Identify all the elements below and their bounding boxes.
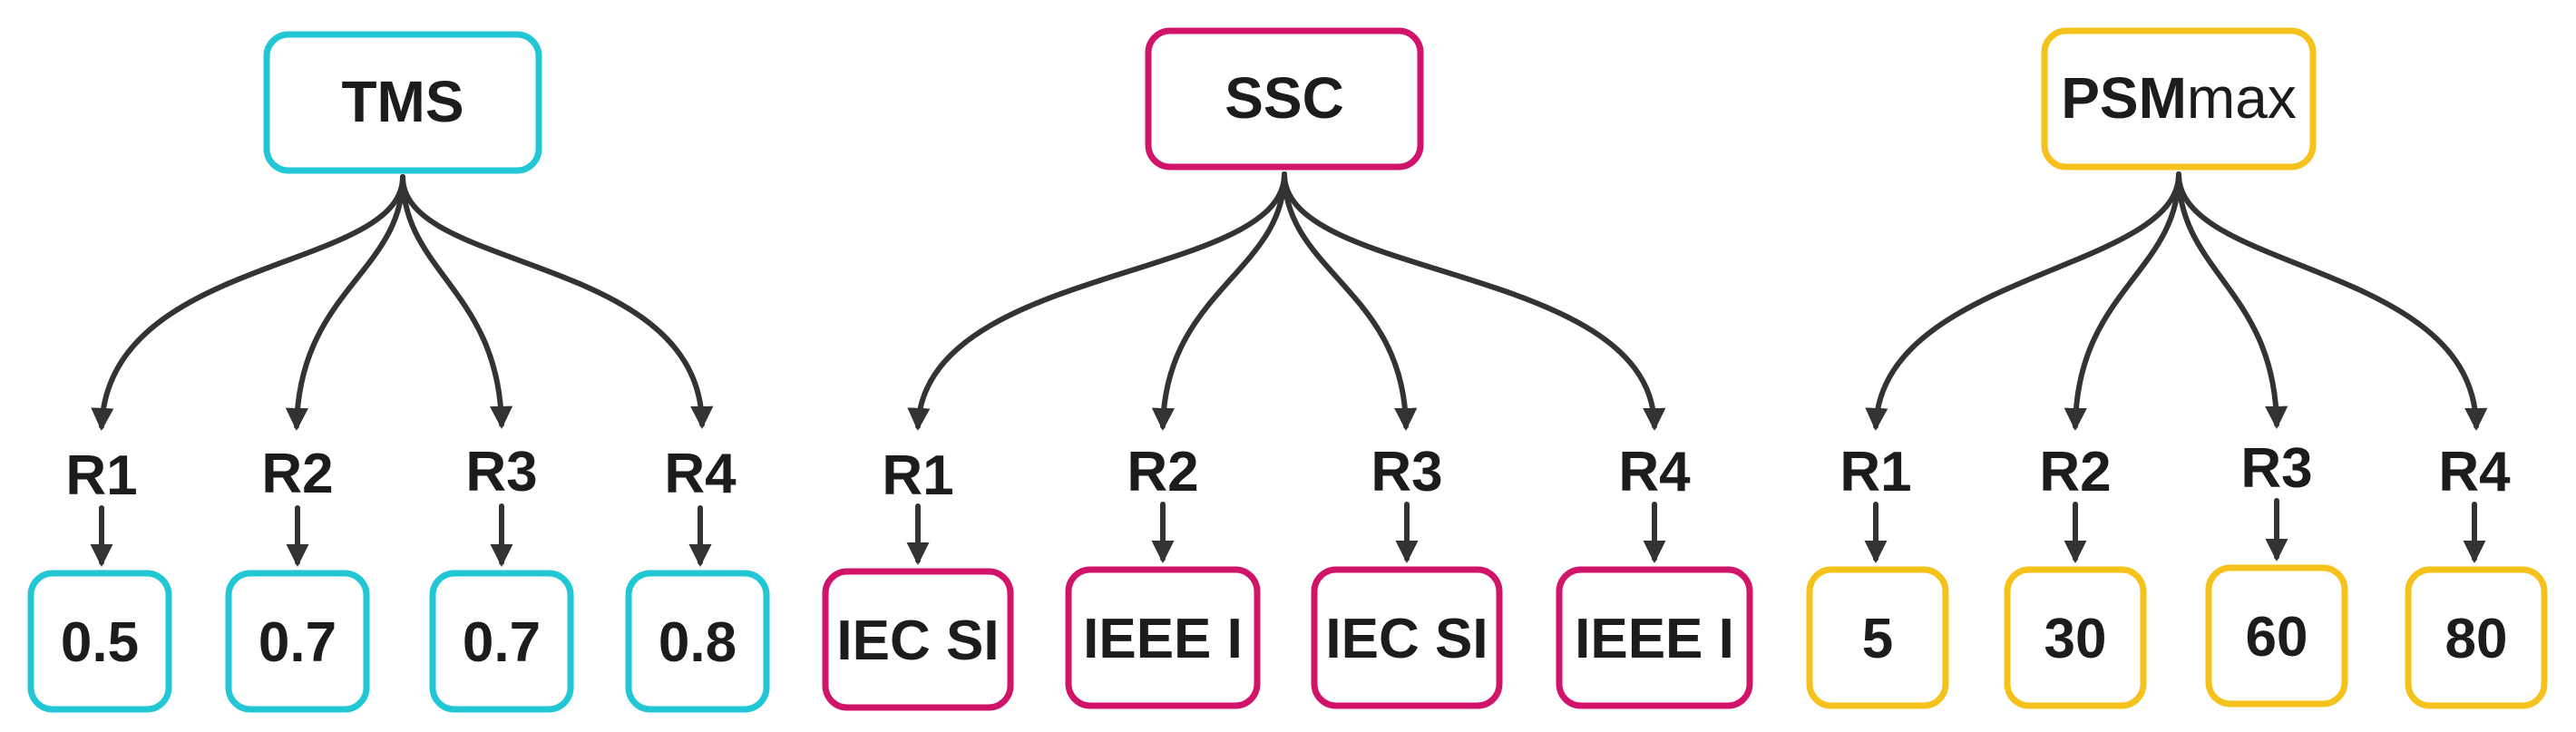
ssc-r2-value-box[interactable]	[1065, 566, 1261, 709]
ssc-edge-r4	[1282, 171, 1666, 432]
tms-r3-label: R3	[465, 441, 537, 503]
psm-edge-r2	[2064, 171, 2181, 432]
tms-edge-r2	[285, 174, 405, 432]
tms-edge-r4	[400, 174, 714, 430]
group-tms: TMS R1 R2 R3 R4 0.5 0.7 0.7 0.8	[27, 31, 770, 713]
tms-r4-value: 0.8	[659, 611, 737, 674]
ssc-r2-value: IEEE I	[1083, 608, 1243, 670]
tms-root-label: TMS	[341, 69, 463, 134]
tms-r4-value-box[interactable]	[625, 570, 770, 713]
psm-r3-label: R3	[2240, 437, 2312, 500]
tms-r2-value: 0.7	[259, 611, 337, 674]
psm-r2-value: 30	[2044, 608, 2107, 670]
tms-r3-value: 0.7	[463, 611, 541, 674]
psm-edge-r1	[1865, 171, 2181, 432]
psm-r4-value-box[interactable]	[2405, 566, 2548, 709]
ssc-r1-value: IEC SI	[836, 610, 999, 672]
tms-root-box[interactable]	[263, 31, 542, 174]
psm-r3-value: 60	[2246, 606, 2308, 669]
tms-r1-label: R1	[65, 444, 137, 507]
psm-edge-r3	[2176, 171, 2288, 430]
ssc-r2-label: R2	[1127, 441, 1198, 503]
ssc-r3-label: R3	[1371, 441, 1442, 503]
tms-r1-value-box[interactable]	[27, 570, 172, 713]
psm-r2-value-box[interactable]	[2004, 566, 2147, 709]
ssc-root-box[interactable]	[1145, 27, 1424, 171]
psm-r3-value-box[interactable]	[2205, 564, 2348, 708]
psm-r4-label: R4	[2438, 441, 2511, 503]
tms-edge-r3	[400, 174, 513, 430]
psm-edge-r4	[2176, 171, 2488, 432]
tms-edge-r1	[91, 174, 405, 432]
psm-r2-label: R2	[2039, 441, 2111, 503]
ssc-r1-label: R1	[882, 444, 953, 507]
ssc-r4-label: R4	[1618, 441, 1691, 503]
ssc-root-label: SSC	[1225, 65, 1344, 131]
ssc-r3-value: IEC SI	[1325, 608, 1488, 670]
tms-r1-value: 0.5	[61, 611, 139, 674]
ssc-r3-value-box[interactable]	[1311, 566, 1503, 709]
group-ssc: SSC R1 R2 R3 R4 IEC SI IEEE I IEC SI IEE…	[822, 27, 1753, 711]
ssc-r1-value-box[interactable]	[822, 568, 1014, 711]
ssc-edge-r1	[907, 171, 1287, 432]
tms-r3-value-box[interactable]	[429, 570, 574, 713]
ssc-edge-r3	[1282, 171, 1418, 432]
psm-r1-label: R1	[1839, 441, 1911, 503]
psm-r1-value: 5	[1862, 608, 1893, 670]
tms-r2-label: R2	[261, 443, 333, 505]
tms-r4-label: R4	[664, 443, 737, 505]
ssc-r4-value-box[interactable]	[1556, 566, 1753, 709]
ssc-r4-value: IEEE I	[1575, 608, 1734, 670]
group-psm: PSMmax R1 R2 R3 R4 5 30 60 80	[1806, 27, 2548, 709]
psm-root-box[interactable]	[2041, 27, 2317, 171]
tms-r2-value-box[interactable]	[225, 570, 370, 713]
psm-r4-value: 80	[2445, 608, 2508, 670]
psm-root-label: PSMmax	[2061, 65, 2297, 131]
ssc-edge-r2	[1151, 171, 1287, 432]
psm-r1-value-box[interactable]	[1806, 566, 1949, 709]
